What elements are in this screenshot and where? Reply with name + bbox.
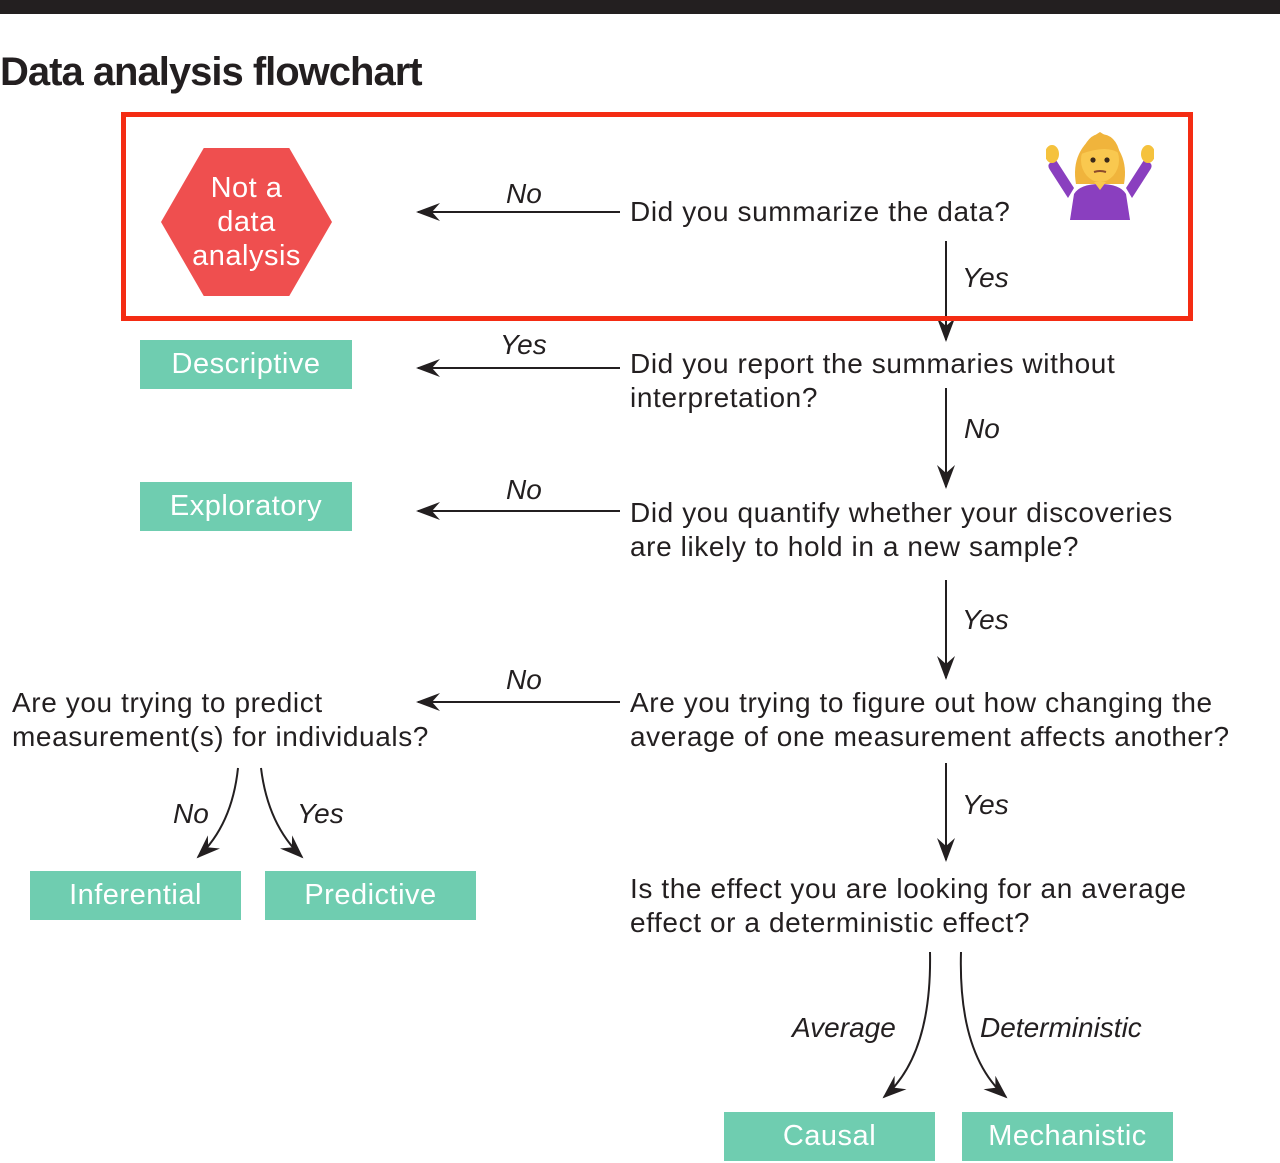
branch-label-q3-yes: Yes bbox=[962, 604, 1009, 635]
question-quantify-discoveries-line2: are likely to hold in a new sample? bbox=[630, 531, 1080, 562]
highlight-box bbox=[121, 112, 1193, 321]
branch-label-q5-no: No bbox=[173, 798, 209, 829]
question-effect-type-line2: effect or a deterministic effect? bbox=[630, 907, 1031, 938]
branch-label-q6-deterministic: Deterministic bbox=[980, 1012, 1142, 1043]
branch-label-q1-yes: Yes bbox=[962, 262, 1009, 293]
question-predict-individuals-line1: Are you trying to predict bbox=[12, 687, 323, 718]
question-report-summaries: Did you report the summaries without int… bbox=[630, 347, 1115, 415]
outcome-exploratory-label: Exploratory bbox=[169, 490, 323, 522]
branch-label-q2-yes: Yes bbox=[500, 329, 547, 360]
outcome-exploratory: Exploratory bbox=[140, 482, 352, 531]
edge-q5-no bbox=[196, 767, 239, 859]
question-changing-average: Are you trying to figure out how changin… bbox=[630, 686, 1230, 754]
outcome-predictive: Predictive bbox=[265, 871, 476, 920]
edge-q6-deterministic bbox=[959, 951, 1008, 1099]
hexagon-label: Not a data analysis bbox=[192, 172, 301, 272]
top-rule bbox=[0, 0, 1280, 14]
branch-label-q4-yes: Yes bbox=[962, 789, 1009, 820]
outcome-inferential: Inferential bbox=[30, 871, 241, 920]
branch-label-q2-no: No bbox=[964, 413, 1000, 444]
question-changing-average-line1: Are you trying to figure out how changin… bbox=[630, 687, 1213, 718]
outcome-descriptive-label: Descriptive bbox=[171, 348, 321, 380]
question-changing-average-line2: average of one measurement affects anoth… bbox=[630, 721, 1230, 752]
branch-label-q1-no: No bbox=[506, 178, 542, 209]
question-summarize: Did you summarize the data? bbox=[630, 195, 1010, 229]
outcome-predictive-label: Predictive bbox=[304, 879, 437, 911]
branch-label-q4-no: No bbox=[506, 664, 542, 695]
outcome-causal-label: Causal bbox=[782, 1120, 877, 1152]
outcome-mechanistic: Mechanistic bbox=[962, 1112, 1173, 1161]
edge-q6-average bbox=[882, 951, 932, 1099]
question-report-summaries-line2: interpretation? bbox=[630, 382, 819, 413]
question-predict-individuals-line2: measurement(s) for individuals? bbox=[12, 721, 429, 752]
branch-label-q3-no: No bbox=[506, 474, 542, 505]
branch-label-q5-yes: Yes bbox=[297, 798, 344, 829]
question-quantify-discoveries-line1: Did you quantify whether your discoverie… bbox=[630, 497, 1173, 528]
question-report-summaries-line1: Did you report the summaries without bbox=[630, 348, 1116, 379]
outcome-descriptive: Descriptive bbox=[140, 340, 352, 389]
question-summarize-text: Did you summarize the data? bbox=[630, 196, 1011, 227]
question-effect-type-line1: Is the effect you are looking for an ave… bbox=[630, 873, 1187, 904]
outcome-mechanistic-label: Mechanistic bbox=[988, 1120, 1147, 1152]
question-effect-type: Is the effect you are looking for an ave… bbox=[630, 872, 1187, 940]
edge-q5-yes bbox=[260, 767, 304, 859]
person-shrugging-icon bbox=[1046, 132, 1154, 220]
question-quantify-discoveries: Did you quantify whether your discoverie… bbox=[630, 496, 1173, 564]
outcome-causal: Causal bbox=[724, 1112, 935, 1161]
branch-label-q6-average: Average bbox=[792, 1012, 896, 1043]
question-predict-individuals: Are you trying to predict measurement(s)… bbox=[12, 686, 429, 754]
page-title: Data analysis flowchart bbox=[0, 50, 423, 94]
outcome-inferential-label: Inferential bbox=[69, 879, 202, 911]
